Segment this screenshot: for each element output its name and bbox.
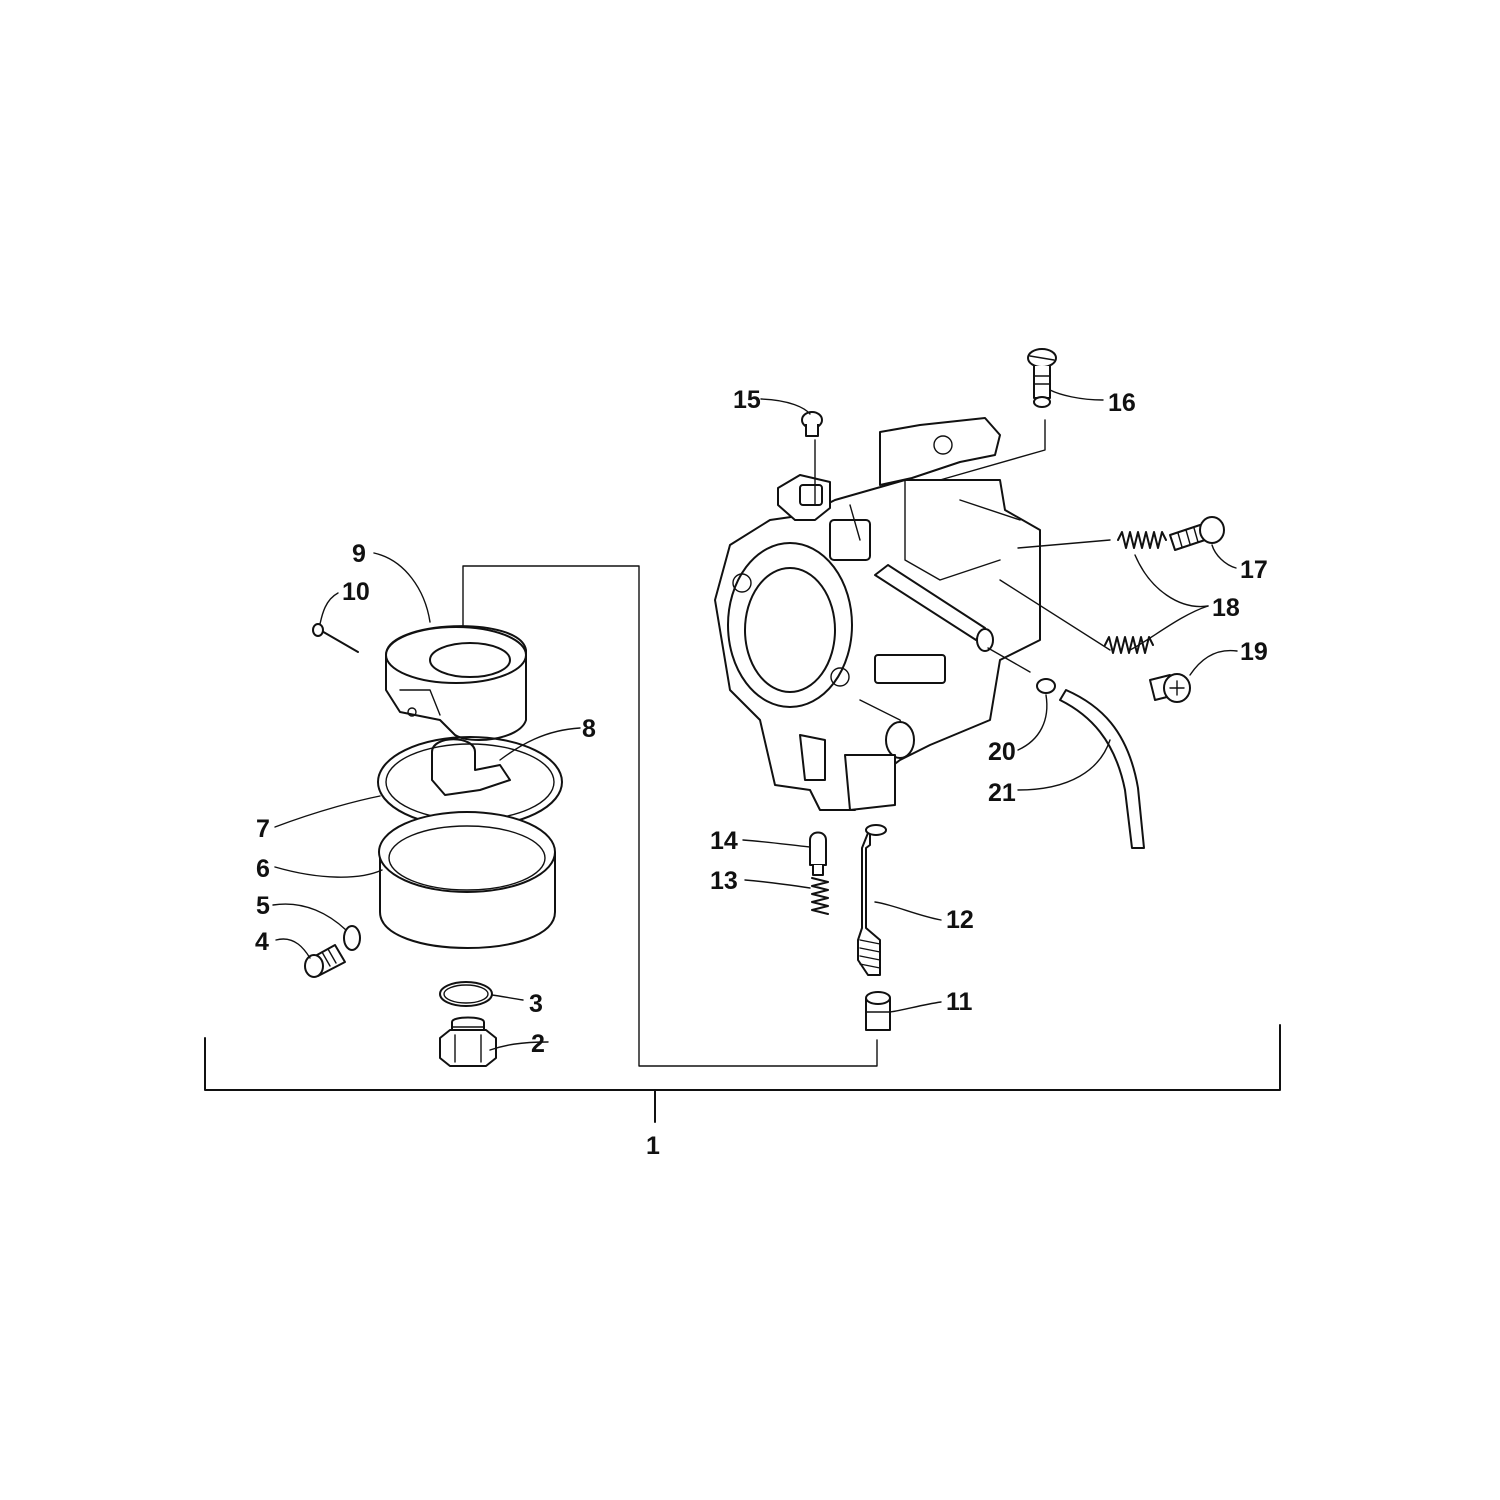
leader-lines	[272, 389, 1238, 1051]
callout-11: 11	[946, 988, 973, 1016]
float-needle-clip	[431, 738, 511, 796]
callout-21: 21	[988, 779, 1016, 807]
callout-3: 3	[529, 990, 543, 1018]
assembly-bracket	[204, 565, 1281, 1123]
callout-19: 19	[1240, 638, 1268, 666]
callout-5: 5	[256, 892, 270, 920]
needle-spring	[811, 877, 829, 915]
callout-2: 2	[531, 1030, 545, 1058]
callout-12: 12	[946, 906, 974, 934]
callout-13: 13	[710, 867, 738, 895]
carburetor-body	[714, 417, 1111, 811]
callout-17: 17	[1240, 556, 1268, 584]
callout-15: 15	[733, 386, 761, 414]
callout-numbers: 1 2 3 4 5 6 7 8 9 10 11 12 13 14 15 16 1…	[255, 386, 1268, 1160]
drain-screw	[304, 944, 346, 978]
jet-needle	[809, 831, 827, 876]
main-jet	[865, 991, 891, 1031]
callout-4: 4	[255, 928, 269, 956]
float-pin	[312, 623, 359, 653]
adjust-screw-springs	[1104, 531, 1167, 654]
vent-hose	[1059, 689, 1145, 849]
callout-7: 7	[256, 815, 270, 843]
main-nozzle	[857, 824, 887, 976]
callout-10: 10	[342, 578, 370, 606]
pilot-screw	[1149, 673, 1191, 703]
drain-screw-oring	[343, 925, 361, 951]
callout-1: 1	[646, 1132, 660, 1160]
float	[385, 625, 527, 741]
float-bowl	[378, 811, 556, 949]
pilot-air-screw	[1027, 348, 1057, 408]
callout-8: 8	[582, 715, 596, 743]
callout-9: 9	[352, 540, 366, 568]
callout-20: 20	[988, 738, 1016, 766]
bowl-oring	[439, 981, 493, 1007]
callout-18: 18	[1212, 594, 1240, 622]
throttle-stop-screw	[1169, 516, 1225, 551]
callout-16: 16	[1108, 389, 1136, 417]
drain-bolt	[439, 1016, 497, 1067]
hose-clip	[1036, 678, 1056, 694]
callout-14: 14	[710, 827, 738, 855]
callout-6: 6	[256, 855, 270, 883]
top-screw	[801, 411, 823, 437]
